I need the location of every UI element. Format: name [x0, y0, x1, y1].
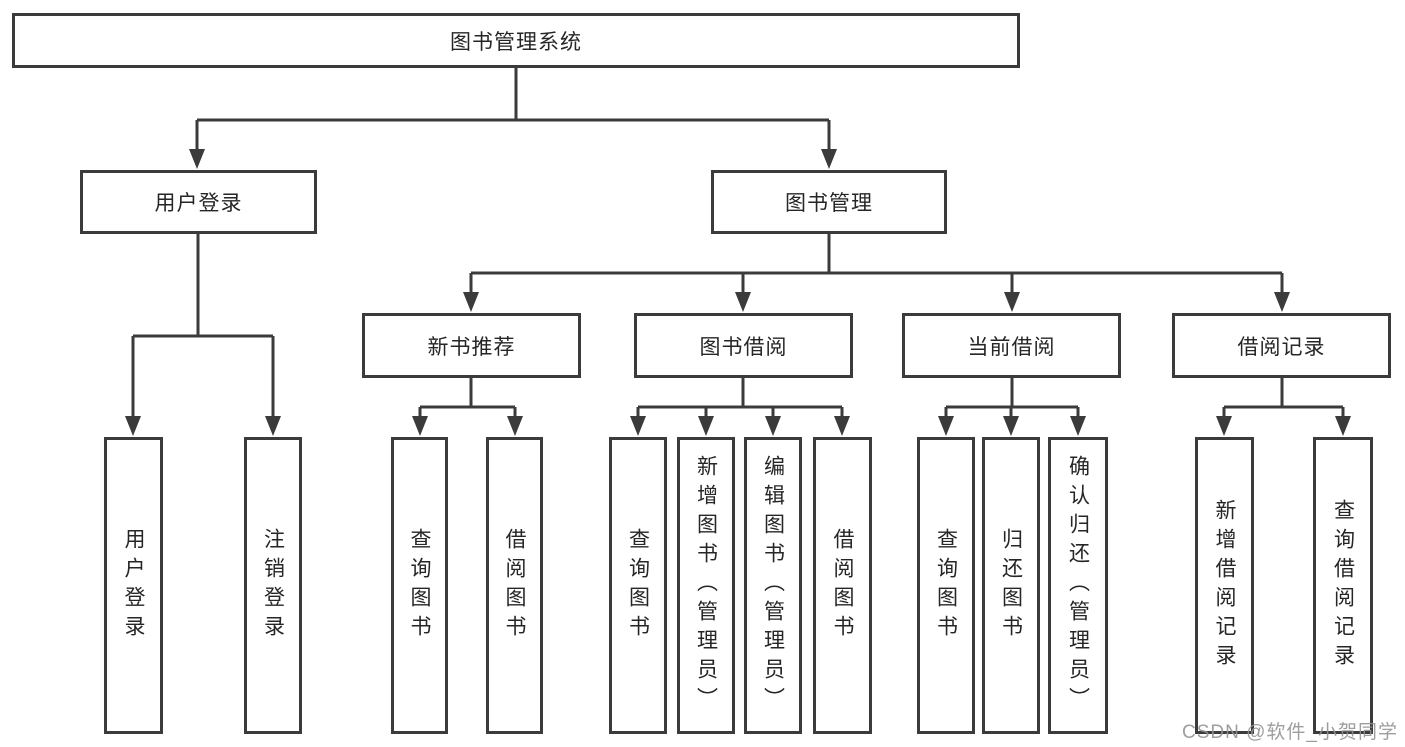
leaf-logout: 注销登录: [244, 437, 302, 734]
node-root-system: 图书管理系统: [12, 13, 1020, 68]
leaf-edit-books-admin: 编辑图书（管理员）: [744, 437, 802, 734]
leaf-confirm-return-admin: 确认归还（管理员）: [1048, 437, 1108, 734]
arrowheads: [125, 149, 1351, 436]
node-new-book-recommend: 新书推荐: [362, 313, 581, 378]
leaf-add-borrow-record: 新增借阅记录: [1195, 437, 1254, 734]
leaf-borrow-query-books: 查询图书: [609, 437, 667, 734]
node-current-borrow: 当前借阅: [902, 313, 1121, 378]
node-book-management: 图书管理: [711, 170, 947, 234]
leaf-current-query-books: 查询图书: [917, 437, 975, 734]
leaf-query-borrow-record: 查询借阅记录: [1313, 437, 1373, 734]
leaf-return-books: 归还图书: [982, 437, 1040, 734]
node-user-login: 用户登录: [80, 170, 317, 234]
leaf-recommend-query-books: 查询图书: [391, 437, 448, 734]
leaf-borrow-borrow-books: 借阅图书: [813, 437, 872, 734]
leaf-user-login: 用户登录: [104, 437, 163, 734]
leaf-add-books-admin: 新增图书（管理员）: [677, 437, 735, 734]
csdn-watermark: CSDN @软件_小贺同学: [1182, 722, 1398, 743]
node-borrow-records: 借阅记录: [1172, 313, 1391, 378]
node-book-borrow: 图书借阅: [634, 313, 853, 378]
leaf-recommend-borrow-books: 借阅图书: [486, 437, 543, 734]
